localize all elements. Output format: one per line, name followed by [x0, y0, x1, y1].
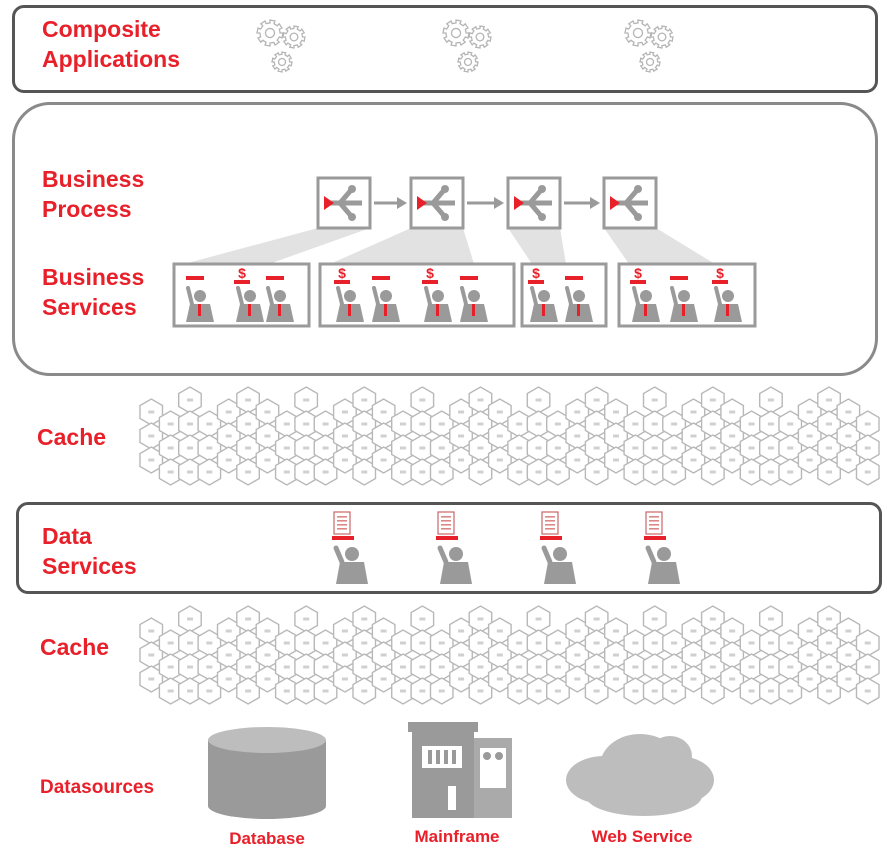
hexagon-cache-cell — [855, 677, 880, 705]
flow-arrow — [467, 197, 504, 209]
cache-top-label: Cache — [37, 424, 107, 450]
process-step-icon — [316, 176, 372, 230]
hexagon-cache-cell — [642, 605, 667, 633]
data-service-person-icon — [540, 511, 576, 584]
svg-text:$: $ — [338, 265, 346, 281]
service-person-icon: $ — [630, 265, 660, 322]
service-person-icon — [186, 276, 214, 322]
business-services-line1: Business — [42, 264, 145, 290]
service-group: $$ — [318, 262, 516, 328]
connector-funnel — [604, 228, 715, 264]
business-process-diagram: $$$$$$ — [172, 176, 757, 328]
gear-cluster-icon — [442, 19, 492, 73]
gear-icon — [442, 19, 470, 47]
service-group: $$ — [617, 262, 757, 328]
hexagon-cache-cell — [294, 605, 319, 633]
business-process-line1: Business — [42, 166, 145, 192]
data-service-person-icon — [332, 511, 368, 584]
gear-icon — [639, 51, 661, 73]
hexagon-cache-cell — [759, 386, 783, 414]
hexagon-cache-cell — [855, 434, 880, 462]
hexagon-cache-cell — [855, 653, 880, 681]
web-service-label: Web Service — [591, 827, 693, 846]
data-services-label: Data Services — [42, 521, 137, 581]
composite-label-line2: Applications — [42, 46, 181, 72]
business-services-line2: Services — [42, 294, 137, 320]
hexagon-cache-cell — [855, 458, 880, 486]
business-process-line2: Process — [42, 196, 132, 222]
flow-arrow — [374, 197, 407, 209]
gear-icon — [624, 19, 652, 47]
cache-top-grid — [139, 386, 880, 486]
composite-applications-layer — [12, 5, 878, 93]
gear-icon — [468, 25, 492, 49]
gear-icon — [282, 25, 306, 49]
mainframe-label: Mainframe — [414, 827, 500, 846]
service-person-icon: $ — [528, 265, 558, 322]
hexagon-cache-cell — [410, 386, 435, 414]
gear-icon — [457, 51, 479, 73]
hexagon-cache-cell — [759, 605, 783, 633]
data-services-line2: Services — [42, 553, 137, 579]
hexagon-cache-cell — [294, 386, 319, 414]
datasources-label: Datasources — [40, 777, 155, 798]
service-person-icon: $ — [712, 265, 742, 322]
business-process-label: Business Process — [42, 164, 144, 224]
data-service-person-icon — [436, 511, 472, 584]
composite-applications-label: Composite Applications — [42, 14, 180, 74]
connector-funnel — [508, 228, 566, 264]
gear-cluster-icon — [624, 19, 674, 73]
hexagon-cache-cell — [526, 605, 551, 633]
database-label: Database — [229, 829, 305, 848]
connector-funnel — [184, 228, 370, 264]
gear-clusters — [256, 19, 674, 73]
hexagon-cache-cell — [855, 629, 880, 657]
svg-text:$: $ — [238, 265, 246, 281]
svg-text:$: $ — [426, 265, 434, 281]
service-group: $ — [520, 262, 608, 328]
service-person-icon — [372, 276, 400, 322]
service-person-icon — [266, 276, 294, 322]
svg-text:$: $ — [634, 265, 642, 281]
flow-arrow — [564, 197, 600, 209]
gear-icon — [256, 19, 284, 47]
gear-icon — [271, 51, 293, 73]
service-person-icon — [565, 276, 593, 322]
service-person-icon — [460, 276, 488, 322]
business-layer — [12, 102, 878, 376]
composite-label-line1: Composite — [42, 16, 161, 42]
service-person-icon — [670, 276, 698, 322]
data-services-layer — [16, 502, 882, 594]
hexagon-cache-cell — [410, 605, 435, 633]
business-services-label: Business Services — [42, 262, 144, 322]
service-person-icon: $ — [334, 265, 364, 322]
gear-icon — [650, 25, 674, 49]
connector-funnel — [330, 228, 474, 264]
cloud-icon — [566, 734, 714, 816]
svg-text:$: $ — [532, 265, 540, 281]
hexagon-cache-cell — [642, 386, 667, 414]
service-person-icon: $ — [422, 265, 452, 322]
hexagon-cache-cell — [855, 410, 880, 438]
data-services-diagram — [332, 511, 680, 584]
gear-cluster-icon — [256, 19, 306, 73]
hexagon-cache-cell — [177, 386, 202, 414]
data-services-line1: Data — [42, 523, 92, 549]
process-step-icon — [409, 176, 465, 230]
service-person-icon: $ — [234, 265, 264, 322]
database-icon — [208, 727, 326, 819]
cache-bottom-label: Cache — [40, 634, 110, 660]
hexagon-cache-cell — [177, 605, 202, 633]
svg-text:$: $ — [716, 265, 724, 281]
process-step-icon — [506, 176, 562, 230]
data-service-person-icon — [644, 511, 680, 584]
service-group: $ — [172, 262, 311, 328]
process-step-icon — [602, 176, 658, 230]
hexagon-cache-cell — [526, 386, 551, 414]
cache-bottom-grid — [139, 605, 880, 705]
mainframe-icon — [408, 722, 512, 818]
